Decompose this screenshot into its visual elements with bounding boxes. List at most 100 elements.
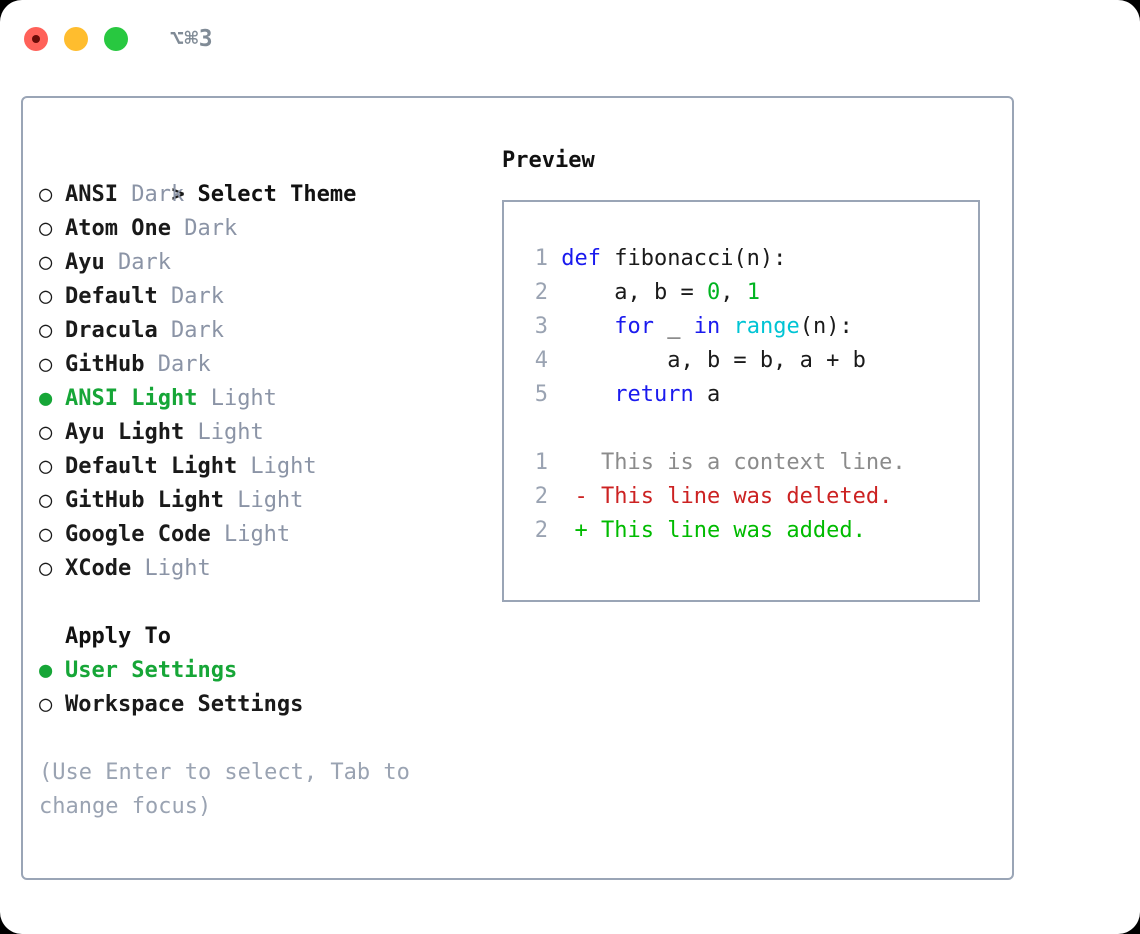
- radio-unselected-icon: ○: [39, 318, 53, 343]
- code-token: [720, 314, 733, 339]
- code-token: for: [614, 314, 654, 339]
- preview-title: Preview: [502, 148, 595, 173]
- window-controls: [24, 27, 128, 51]
- radio-unselected-icon: ○: [39, 250, 53, 275]
- theme-name: ANSI Light: [65, 386, 198, 411]
- theme-kind: Light: [197, 386, 277, 411]
- minimize-button[interactable]: [64, 27, 88, 51]
- close-icon: [32, 35, 40, 43]
- code-line: 2 - This line was deleted.: [504, 480, 978, 514]
- apply-to-header: Apply To: [65, 624, 171, 649]
- code-token: return: [614, 382, 694, 407]
- code-text: [548, 246, 561, 271]
- preview-column: Preview 1 def fibonacci(n):2 a, b = 0, 1…: [502, 144, 1002, 602]
- zoom-button[interactable]: [104, 27, 128, 51]
- theme-list-item[interactable]: ○ Default Light Light: [39, 450, 499, 484]
- theme-kind: Dark: [157, 318, 224, 343]
- theme-kind: Light: [184, 420, 264, 445]
- theme-list: ○ANSI Dark○Atom One Dark○Ayu Dark○Defaul…: [39, 178, 499, 586]
- code-text: [548, 348, 561, 373]
- apply-to-option[interactable]: ○ Workspace Settings: [39, 688, 499, 722]
- radio-unselected-icon: ○: [39, 522, 53, 547]
- code-text: [548, 518, 561, 543]
- theme-name: Ayu: [65, 250, 105, 275]
- line-number: 2: [534, 280, 548, 305]
- apply-to-option[interactable]: ● User Settings: [39, 654, 499, 688]
- code-text: [548, 484, 561, 509]
- code-line: 5 return a: [504, 378, 978, 412]
- code-line: 2 + This line was added.: [504, 514, 978, 548]
- radio-unselected-icon: ○: [39, 216, 53, 241]
- theme-kind: Dark: [117, 182, 185, 207]
- theme-list-item[interactable]: ○Default Dark: [39, 280, 499, 314]
- code-line: 1 This is a context line.: [504, 446, 978, 480]
- code-line: 1 def fibonacci(n):: [504, 242, 978, 276]
- title-bar: ⌥⌘3: [0, 0, 1140, 78]
- theme-list-item[interactable]: ○ Ayu Dark: [39, 246, 499, 280]
- line-number: 2: [534, 484, 548, 509]
- code-line: 4 a, b = b, a + b: [504, 344, 978, 378]
- code-text: [548, 416, 561, 441]
- theme-list-item[interactable]: ○ Atom One Dark: [39, 212, 499, 246]
- code-token: a: [693, 382, 721, 407]
- code-line: 2 a, b = 0, 1: [504, 276, 978, 310]
- theme-name: Atom One: [65, 216, 171, 241]
- code-token: a, b =: [561, 280, 707, 305]
- theme-list-item[interactable]: ○ Ayu Light Light: [39, 416, 499, 450]
- code-text: [548, 450, 561, 475]
- code-text: [548, 314, 561, 339]
- theme-name: Ayu Light: [65, 420, 185, 445]
- theme-kind: Dark: [157, 284, 224, 309]
- line-number: 2: [534, 518, 548, 543]
- radio-unselected-icon: ○: [39, 692, 53, 717]
- theme-name: Dracula: [65, 318, 158, 343]
- list-spacer: [39, 586, 499, 620]
- line-number: 3: [534, 314, 548, 339]
- theme-list-item[interactable]: ○GitHub Light Light: [39, 484, 499, 518]
- theme-kind: Dark: [104, 250, 171, 275]
- theme-kind: Light: [131, 556, 211, 581]
- code-line: [504, 412, 978, 446]
- theme-name: GitHub: [65, 352, 145, 377]
- code-token: [561, 382, 614, 407]
- radio-selected-icon: ●: [39, 658, 53, 683]
- radio-selected-icon: ●: [39, 386, 53, 411]
- select-theme-header: >Select Theme: [39, 144, 499, 207]
- theme-list-item[interactable]: ● ANSI Light Light: [39, 382, 499, 416]
- code-token: def: [561, 246, 615, 271]
- theme-selection-column: >Select Theme ○ANSI Dark○Atom One Dark○A…: [39, 144, 499, 824]
- code-token: _: [653, 314, 694, 339]
- apply-to-label: Workspace Settings: [65, 692, 304, 717]
- code-token: fibonacci(n):: [614, 246, 787, 271]
- code-token: (n):: [799, 314, 853, 339]
- theme-name: ANSI: [65, 182, 118, 207]
- theme-name: Default Light: [65, 454, 238, 479]
- close-button[interactable]: [24, 27, 48, 51]
- theme-list-item[interactable]: ○ANSI Dark: [39, 178, 499, 212]
- code-token: range: [733, 314, 800, 339]
- radio-unselected-icon: ○: [39, 420, 53, 445]
- hint-spacer: [39, 722, 499, 756]
- apply-to-label: User Settings: [65, 658, 238, 683]
- code-token: This is a context line.: [561, 450, 906, 475]
- apply-to-list: ● User Settings ○ Workspace Settings: [39, 654, 499, 722]
- code-token: 1: [746, 280, 760, 305]
- radio-unselected-icon: ○: [39, 454, 53, 479]
- theme-kind: Dark: [170, 216, 238, 241]
- code-token: [561, 314, 614, 339]
- theme-list-item[interactable]: ○GitHub Dark: [39, 348, 499, 382]
- radio-unselected-icon: ○: [39, 284, 53, 309]
- theme-kind: Light: [237, 454, 317, 479]
- main-panel: >Select Theme ○ANSI Dark○Atom One Dark○A…: [21, 96, 1014, 880]
- theme-list-item[interactable]: ○XCode Light: [39, 552, 499, 586]
- theme-kind: Dark: [144, 352, 211, 377]
- theme-list-item[interactable]: ○Google Code Light: [39, 518, 499, 552]
- select-theme-title: Select Theme: [197, 182, 357, 207]
- code-token: - This line was deleted.: [561, 484, 893, 509]
- theme-list-item[interactable]: ○ Dracula Dark: [39, 314, 499, 348]
- line-number: 4: [534, 348, 548, 373]
- code-text: [548, 382, 561, 407]
- keyboard-hint: (Use Enter to select, Tab to change focu…: [39, 760, 424, 819]
